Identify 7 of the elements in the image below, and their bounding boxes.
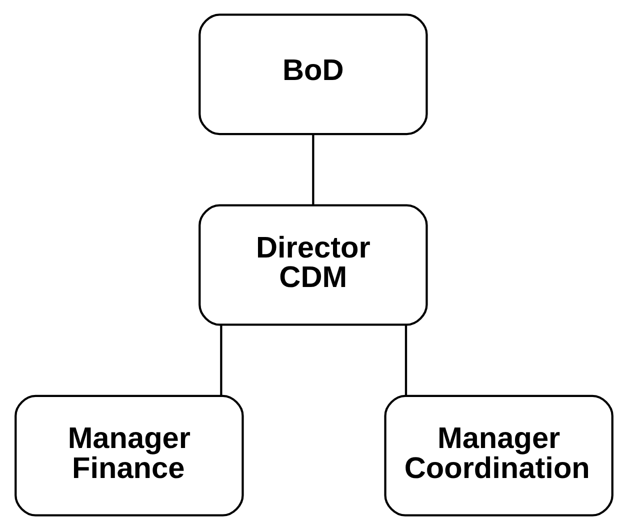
connector	[312, 134, 314, 205]
node-box: BoD	[198, 14, 428, 136]
node-box: Manager Finance	[14, 394, 244, 516]
node-box: Manager Coordination	[384, 394, 613, 516]
node-box: Director CDM	[198, 204, 428, 326]
connector	[220, 324, 222, 396]
connector	[404, 324, 407, 396]
